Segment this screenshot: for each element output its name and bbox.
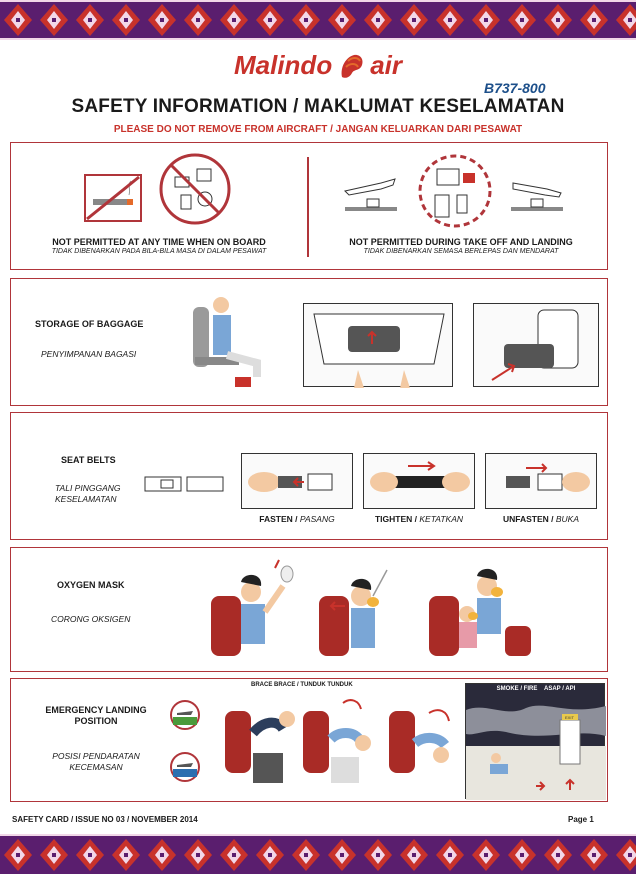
unfasten-frame <box>485 453 597 509</box>
oxygen-title-my: CORONG OKSIGEN <box>51 614 131 624</box>
fasten-frame <box>241 453 353 509</box>
unfasten-label: UNFASTEN / BUKA <box>502 514 580 524</box>
tighten-frame <box>363 453 475 509</box>
brace-position-illustration <box>225 699 450 783</box>
water-landing-icon <box>170 752 200 782</box>
smoke-fire-label: SMOKE / FIRE ASAP / API <box>496 686 576 692</box>
page-number: Page 1 <box>568 815 594 824</box>
emergency-title-my-1: POSISI PENDARATAN <box>52 751 140 761</box>
emergency-title-2: POSITION <box>74 716 118 726</box>
seated-passenger-illustration <box>193 297 261 387</box>
bottom-pattern-band <box>0 834 636 874</box>
emergency-title-1: EMERGENCY LANDING <box>45 705 147 715</box>
under-seat-frame <box>473 303 599 387</box>
prohibited-always-label: NOT PERMITTED AT ANY TIME WHEN ON BOARD <box>52 237 266 247</box>
oxygen-step-3-illustration <box>429 568 531 656</box>
emergency-title-my-2: KECEMASAN <box>69 762 123 772</box>
top-pattern-band <box>0 0 636 40</box>
fasten-illustration <box>248 472 333 492</box>
brace-label: BRACE BRACE / TUNDUK TUNDUK <box>251 682 353 688</box>
overhead-bin-illustration <box>313 313 445 388</box>
baggage-title-my: PENYIMPANAN BAGASI <box>41 349 137 359</box>
aircraft-model: B737-800 <box>484 80 546 96</box>
no-dangerous-goods-icon <box>159 153 231 225</box>
page-subtitle: PLEASE DO NOT REMOVE FROM AIRCRAFT / JAN… <box>113 124 523 135</box>
seatbelt-title-my-1: TALI PINGGANG <box>55 483 121 493</box>
page-title: SAFETY INFORMATION / MAKLUMAT KESELAMATA… <box>71 96 565 117</box>
smoke-fire-frame: SMOKE / FIRE ASAP / API EXIT <box>465 683 606 800</box>
exit-sign-text: EXIT <box>565 715 574 720</box>
brand-logo: Malindo air <box>0 50 636 81</box>
oxygen-step-1-illustration <box>211 559 294 656</box>
logo-suffix: air <box>370 50 403 80</box>
oxygen-step-2-illustration <box>319 569 388 656</box>
issue-info: SAFETY CARD / ISSUE NO 03 / NOVEMBER 201… <box>12 815 198 824</box>
panel-divider <box>307 157 309 257</box>
land-landing-icon <box>170 700 200 730</box>
prohibited-items-panel: NOT PERMITTED AT ANY TIME WHEN ON BOARD … <box>10 142 608 270</box>
buckle-icon <box>144 476 224 492</box>
baggage-title: STORAGE OF BAGGAGE <box>35 319 144 329</box>
unfasten-illustration <box>506 463 590 492</box>
tighten-label: TIGHTEN / KETATKAN <box>374 514 463 524</box>
baggage-panel: STORAGE OF BAGGAGE PENYIMPANAN BAGASI <box>10 278 608 406</box>
fasten-label: FASTEN / PASANG <box>259 514 335 524</box>
prohibited-takeoff-label: NOT PERMITTED DURING TAKE OFF AND LANDIN… <box>349 237 573 247</box>
oxygen-mask-panel: OXYGEN MASK CORONG OKSIGEN <box>10 547 608 672</box>
no-electronics-icon <box>418 154 492 228</box>
overhead-bin-frame <box>303 303 453 388</box>
seatbelt-title: SEAT BELTS <box>61 455 116 465</box>
seatbelt-panel: SEAT BELTS TALI PINGGANG KESELAMATAN FAS… <box>10 412 608 540</box>
landing-icon <box>511 182 563 211</box>
no-smoking-icon <box>84 174 142 222</box>
logo-text: Malindo <box>233 50 333 80</box>
smoke-evacuation-illustration: EXIT <box>466 705 606 800</box>
prohibited-takeoff-label-my: TIDAK DIBENARKAN SEMASA BERLEPAS DAN MEN… <box>363 248 559 255</box>
emergency-landing-panel: EMERGENCY LANDING POSITION POSISI PENDAR… <box>10 678 608 802</box>
tighten-illustration <box>370 461 470 492</box>
oxygen-title: OXYGEN MASK <box>57 580 125 590</box>
under-seat-illustration <box>491 309 579 381</box>
prohibited-always-label-my: TIDAK DIBENARKAN PADA BILA-BILA MASA DI … <box>51 248 267 255</box>
takeoff-icon <box>344 178 397 211</box>
seatbelt-title-my-2: KESELAMATAN <box>55 494 117 504</box>
lion-icon <box>341 54 363 78</box>
